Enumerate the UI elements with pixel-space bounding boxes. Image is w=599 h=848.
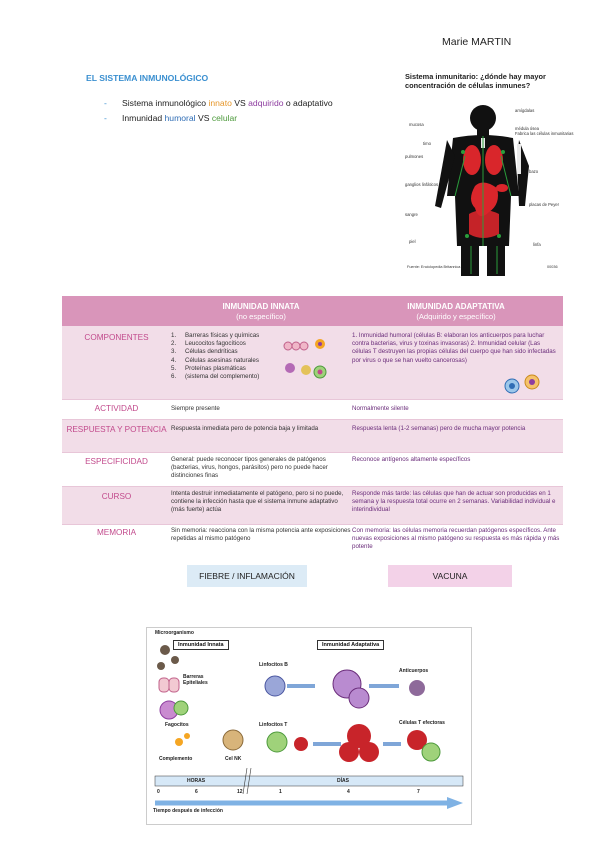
bullet-text: VS (195, 113, 212, 123)
list-item: 1.Barreras físicas y químicas (171, 332, 260, 339)
row-label: COMPONENTES (84, 333, 149, 342)
figure-source: Fuente: Enciclopedia Britannica (407, 265, 461, 269)
bullet-text: Sistema inmunológico (122, 98, 209, 108)
label-piel: piel (409, 239, 416, 244)
axis-dias: DÍAS (337, 778, 349, 784)
bullet-highlight: celular (211, 113, 238, 123)
label-celulas-t: Células T efectoras (399, 720, 445, 726)
tick-label: 7 (417, 789, 420, 795)
adaptativa-components: 1. Inmunidad humoral (células B: elabora… (352, 332, 556, 364)
row-label: ACTIVIDAD (94, 404, 139, 413)
bullet-highlight: adquirido (248, 98, 284, 108)
innata-cell: Siempre presente (171, 405, 220, 412)
immunity-comparison-table: INMUNIDAD INNATA (no específico) INMUNID… (62, 296, 563, 558)
bullet-highlight: innato (208, 98, 232, 108)
innata-cell: General: puede reconocer tipos generales… (171, 456, 328, 480)
tick-label: 0 (157, 789, 160, 795)
label-timo: timo (423, 141, 431, 146)
adaptativa-title-box: Inmunidad Adaptativa (317, 640, 385, 650)
bullet-text: Inmunidad (122, 113, 165, 123)
adaptativa-cell: Responde más tarde: las células que han … (352, 490, 556, 514)
innata-cell: Respuesta inmediata pero de potencia baj… (171, 425, 319, 432)
label-microorganismo: Microorganismo (155, 630, 194, 636)
label-linfocitos-b: Linfocitos B (259, 662, 288, 668)
label-pulmones: pulmones (405, 154, 424, 159)
row-label: ESPECIFICIDAD (85, 457, 148, 466)
label-linfocitos-t: Linfocitos T (259, 722, 288, 728)
figure-title: Sistema inmunitario: ¿dónde hay mayor co… (405, 72, 546, 90)
row-label: MEMORIA (96, 528, 137, 537)
tick-label: 6 (195, 789, 198, 795)
label-mucosa: mucosa (409, 122, 424, 127)
list-item: 5.Proteínas plasmáticas (171, 364, 246, 372)
label-barreras: Barreras Epiteliales (183, 674, 208, 686)
bullet-text: VS (231, 98, 249, 108)
list-item: 4.Células asesinas naturales (171, 356, 259, 364)
label-bazo: bazo (529, 169, 539, 174)
header-adaptativa-title: INMUNIDAD ADAPTATIVA (407, 302, 505, 311)
table-row: ACTIVIDAD Siempre presente Normalmente s… (62, 400, 563, 419)
author-name: Marie MARTIN (442, 36, 512, 48)
adaptive-cells-icon (504, 374, 540, 394)
table-row: CURSO Intenta destruir inmediatamente el… (62, 487, 563, 524)
adaptativa-cell: Con memoria: las células memoria recuerd… (352, 527, 560, 551)
innata-cell: Sin memoria: reacciona con la misma pote… (171, 527, 351, 543)
row-label: RESPUESTA Y POTENCIA (66, 425, 167, 434)
immune-timeline-figure: Microorganismo Inmunidad Innata Inmunida… (146, 627, 472, 825)
document-title: EL SISTEMA INMUNOLÓGICO (86, 73, 209, 83)
label-complemento: Complemento (159, 756, 193, 762)
innata-title-box: Inmunidad Innata (173, 640, 229, 650)
adaptativa-cell: Normalmente silente (352, 405, 409, 412)
innate-cells-icon (283, 339, 327, 379)
header-innata: INMUNIDAD INNATA (no específico) (171, 302, 351, 322)
label-ganglios: ganglios linfáticos (405, 182, 439, 187)
table-header (62, 296, 563, 326)
adaptativa-cell: Respuesta lenta (1-2 semanas) pero de mu… (352, 425, 526, 432)
bullet-dash: - (104, 98, 107, 108)
adaptativa-cell: Reconoce antígenos altamente específicos (352, 456, 471, 463)
bullet-highlight: humoral (164, 113, 196, 123)
figure-code: 00036 (547, 265, 558, 269)
label-anticuerpos: Anticuerpos (399, 668, 429, 674)
axis-title: Tiempo después de infección (153, 808, 223, 814)
header-innata-title: INMUNIDAD INNATA (222, 302, 300, 311)
header-innata-sub: (no específico) (236, 312, 286, 321)
row-label: CURSO (101, 492, 132, 501)
bullet-dash: - (104, 113, 107, 123)
bullet-item: - Inmunidad humoral VS celular (104, 113, 237, 123)
header-adaptativa: INMUNIDAD ADAPTATIVA (Adquirido y especí… (352, 302, 560, 322)
label-medula-note: Fabrica las células inmunitarias (515, 131, 574, 136)
list-item: 2.Leucocitos fagocíticos (171, 340, 246, 348)
tick-label: 4 (347, 789, 350, 795)
label-linfa: linfa (533, 242, 541, 247)
body-silhouette (435, 105, 529, 276)
innata-components-list: 1.Barreras físicas y químicas 2.Leucocit… (171, 332, 261, 381)
bullet-item: - Sistema inmunológico innato VS adquirid… (104, 98, 333, 108)
fiebre-inflamacion-box: FIEBRE / INFLAMACIÓN (187, 565, 307, 587)
label-fagocitos: Fagocitos (165, 722, 189, 728)
table-row: MEMORIA Sin memoria: reacciona con la mi… (62, 525, 563, 558)
table-row: RESPUESTA Y POTENCIA Respuesta inmediata… (62, 420, 563, 452)
header-adaptativa-sub: (Adquirido y específico) (416, 312, 496, 321)
bullet-text: o adaptativo (283, 98, 333, 108)
label-cel-nk: Cel NK (225, 756, 242, 762)
label-medula: médula ósea (515, 126, 539, 131)
axis-horas: HORAS (187, 778, 206, 784)
vacuna-box: VACUNA (388, 565, 512, 587)
label-sangre: sangre (405, 212, 418, 217)
timeline-illustration (154, 645, 464, 809)
list-item: 3.Células dendríticas (171, 348, 238, 356)
tick-label: 12 (237, 789, 243, 795)
list-item: 6.(sistema del complemento) (171, 373, 260, 381)
immune-system-figure: Sistema inmunitario: ¿dónde hay mayor co… (405, 72, 573, 278)
label-amigdalas: amígdalas (515, 108, 535, 113)
table-row: COMPONENTES 1.Barreras físicas y química… (62, 326, 563, 399)
label-placas: placas de Peyer (529, 202, 560, 207)
tick-label: 1 (279, 789, 282, 795)
innata-cell: Intenta destruir inmediatamente el patóg… (171, 490, 344, 514)
table-row: ESPECIFICIDAD General: puede reconocer t… (62, 453, 563, 486)
